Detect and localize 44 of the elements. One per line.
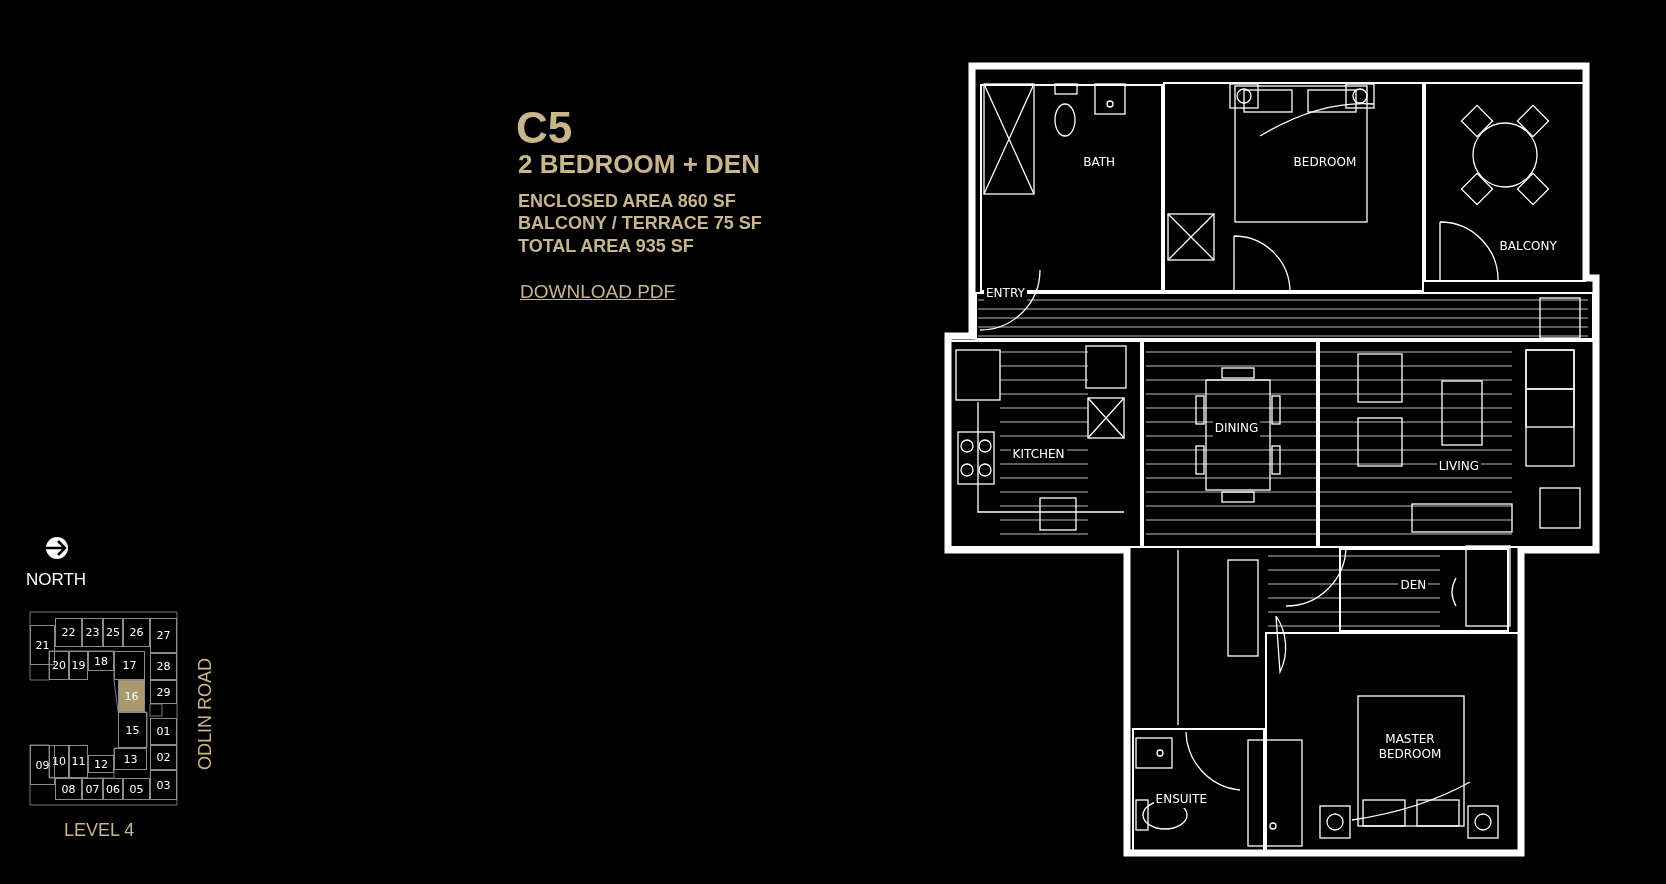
room-outline (1339, 548, 1509, 632)
unit: 08 (55, 778, 82, 800)
unit: 09 (30, 745, 55, 785)
download-link: DOWNLOAD PDF (520, 282, 676, 303)
room-outline (948, 340, 1142, 548)
unit: 23 (82, 618, 103, 647)
unit: 27 (150, 618, 177, 653)
unit: 01 (150, 718, 177, 745)
room-outline (1318, 340, 1596, 548)
unit: 06 (103, 778, 123, 800)
level-label: LEVEL 4 (64, 821, 135, 841)
highlighted-unit: 16 (118, 680, 145, 712)
unit: 28 (150, 653, 177, 680)
unit: 29 (150, 680, 177, 704)
unit: 20 (49, 651, 69, 680)
unit: 05 (123, 778, 150, 800)
unit: 18 (88, 651, 114, 671)
unit: 11 (69, 745, 88, 778)
unit: 15 (118, 712, 147, 748)
room-outline (1142, 340, 1318, 548)
unit: 12 (88, 755, 114, 773)
area-text: TOTAL AREA 935 SF (518, 237, 694, 257)
area-text: ENCLOSED AREA 860 SF (518, 192, 736, 212)
unit: 22 (55, 618, 82, 647)
unit-title: C5 (516, 104, 573, 153)
unit: 02 (150, 745, 177, 770)
room-label: ENSUITE (1153, 791, 1209, 808)
north-label: NORTH (26, 571, 87, 590)
room-label: DINING (1212, 420, 1261, 437)
room-outline (1424, 82, 1586, 282)
unit: 13 (114, 748, 147, 770)
room-outline (1163, 82, 1424, 292)
unit: 07 (82, 778, 103, 800)
unit: 26 (123, 618, 150, 647)
room-label: ENTRY (984, 285, 1027, 302)
unit: 19 (69, 651, 88, 680)
unit: 17 (114, 651, 145, 680)
street-label: ODLIN ROAD (196, 657, 216, 770)
room-outline (1265, 632, 1521, 853)
unit-type: 2 BEDROOM + DEN (518, 150, 760, 179)
area-text: BALCONY / TERRACE 75 SF (518, 214, 762, 234)
unit: 03 (150, 770, 177, 800)
room-outline (1132, 728, 1265, 853)
unit: 25 (103, 618, 123, 647)
